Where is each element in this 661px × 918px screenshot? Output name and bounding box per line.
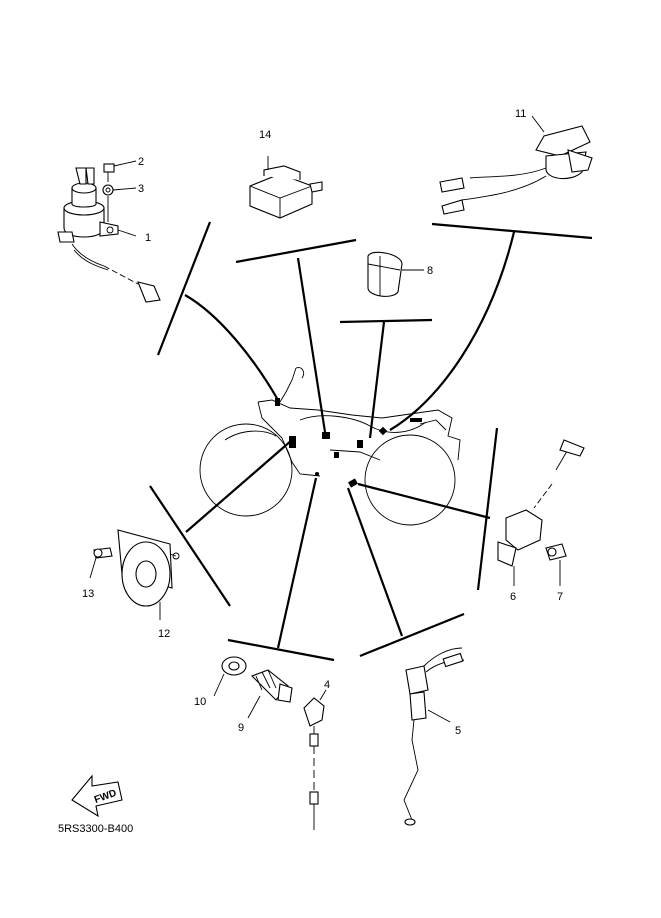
part-label-7: 7 — [557, 591, 563, 603]
part-label-8: 8 — [427, 265, 433, 277]
bolt-part-13 — [89, 547, 113, 579]
diagram-code: 5RS3300-B400 — [58, 823, 133, 835]
switch-part-9 — [247, 669, 293, 719]
part-label-6: 6 — [510, 591, 516, 603]
sensor-part-6 — [497, 439, 585, 586]
motorcycle-outline — [199, 367, 461, 526]
handlebar-switch-part-11 — [439, 115, 593, 215]
bolt-part-7 — [545, 543, 567, 586]
main-switch-assembly — [57, 160, 161, 303]
relay-part-14 — [249, 156, 323, 219]
part-label-10: 10 — [194, 696, 206, 708]
part-label-14: 14 — [259, 129, 271, 141]
horn-part-12 — [117, 529, 180, 620]
cable-part-4 — [303, 689, 327, 830]
part-label-12: 12 — [158, 628, 170, 640]
part-label-13: 13 — [82, 588, 94, 600]
part-label-2: 2 — [138, 156, 144, 168]
washer-part-10 — [213, 656, 247, 697]
switch-part-5 — [403, 647, 465, 826]
part-label-4: 4 — [324, 679, 330, 691]
part-label-11: 11 — [515, 108, 526, 120]
callout-lines — [149, 221, 593, 662]
part-label-5: 5 — [455, 725, 461, 737]
part-label-9: 9 — [238, 722, 244, 734]
forward-arrow-icon: FWD — [71, 774, 123, 818]
part-label-3: 3 — [138, 183, 144, 195]
flasher-part-8 — [367, 251, 424, 297]
part-labels: 2 3 1 14 8 11 6 7 13 12 10 9 4 5 — [82, 108, 563, 737]
part-label-1: 1 — [145, 232, 151, 244]
